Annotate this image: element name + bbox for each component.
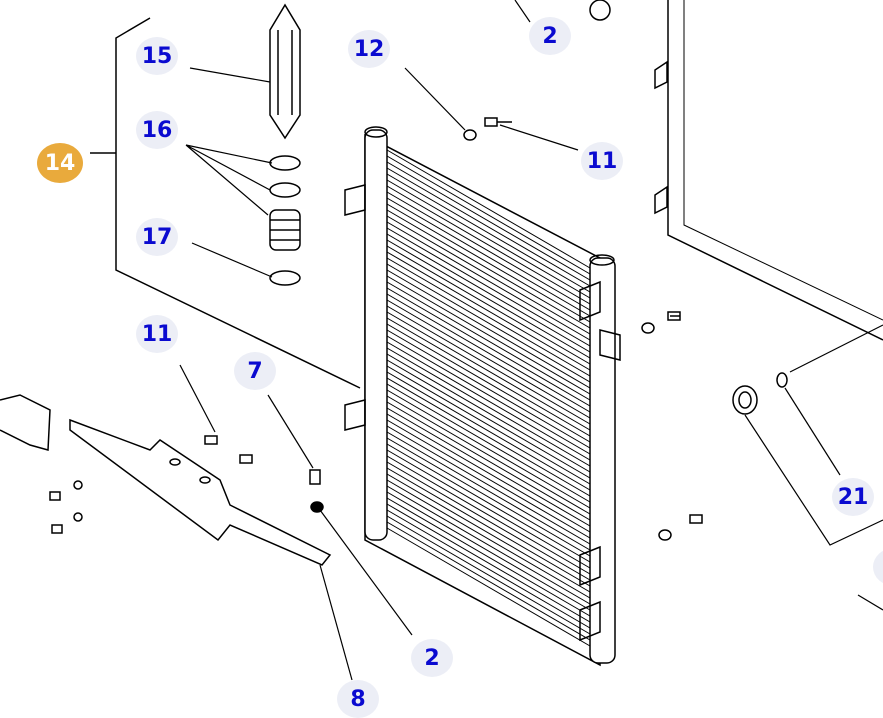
condenser-fin	[386, 455, 591, 575]
condenser-fin	[386, 383, 591, 503]
condenser-fin	[386, 245, 591, 365]
condenser-fin	[386, 317, 591, 437]
condenser-fin	[386, 467, 591, 587]
condenser-fin	[386, 461, 591, 581]
condenser-fin	[386, 425, 591, 545]
condenser-fin	[386, 473, 591, 593]
housing-panel	[654, 0, 883, 341]
receiver-drier	[269, 3, 301, 286]
condenser-fin	[386, 407, 591, 527]
callout-7[interactable]: 7	[234, 352, 276, 390]
condenser-fin	[386, 221, 591, 341]
condenser-fin	[386, 149, 591, 269]
condenser-fin	[386, 281, 591, 401]
condenser-fin	[386, 485, 591, 605]
condenser-fin	[386, 263, 591, 383]
callout-21[interactable]: 21	[832, 478, 874, 516]
condenser-fin	[386, 347, 591, 467]
condenser-fin	[386, 191, 591, 311]
condenser-fin	[386, 173, 591, 293]
condenser-fin	[386, 167, 591, 287]
condenser-fin	[386, 479, 591, 599]
condenser-fin	[386, 323, 591, 443]
condenser-fin	[386, 341, 591, 461]
condenser-fin	[386, 293, 591, 413]
callout-partial[interactable]	[873, 548, 883, 586]
condenser-fin	[386, 527, 591, 647]
callout-2-bottom[interactable]: 2	[411, 639, 453, 677]
condenser-fin	[386, 269, 591, 389]
condenser-fin	[386, 419, 591, 539]
condenser-fin	[386, 443, 591, 563]
mounting-bracket	[0, 394, 332, 566]
condenser-fin	[386, 431, 591, 551]
condenser-fin	[386, 401, 591, 521]
condenser-fin	[386, 503, 591, 623]
condenser-fin	[386, 491, 591, 611]
callout-16[interactable]: 16	[136, 111, 178, 149]
callout-8[interactable]: 8	[337, 680, 379, 718]
condenser-fin	[386, 365, 591, 485]
condenser-fin	[386, 185, 591, 305]
condenser-fin	[386, 371, 591, 491]
callout-11-top[interactable]: 11	[581, 142, 623, 180]
condenser-fin	[386, 257, 591, 377]
condenser-fin	[386, 209, 591, 329]
group-14-bracket	[90, 17, 361, 389]
condenser-fin	[386, 161, 591, 281]
condenser-fin	[386, 305, 591, 425]
condenser-fin	[386, 233, 591, 353]
condenser-fin	[386, 215, 591, 335]
condenser-fin	[386, 179, 591, 299]
condenser-fin	[386, 329, 591, 449]
condenser-fin	[386, 227, 591, 347]
condenser-fin	[386, 203, 591, 323]
callout-17[interactable]: 17	[136, 218, 178, 256]
condenser-fin	[386, 353, 591, 473]
condenser-fin	[386, 239, 591, 359]
condenser-fin	[386, 275, 591, 395]
condenser-fin	[386, 509, 591, 629]
condenser-fin	[386, 521, 591, 641]
condenser	[344, 126, 621, 667]
callout-2-top[interactable]: 2	[529, 17, 571, 55]
condenser-fin	[386, 197, 591, 317]
fasteners	[49, 0, 788, 541]
condenser-fin	[386, 155, 591, 275]
condenser-fin	[386, 437, 591, 557]
callout-12[interactable]: 12	[348, 30, 390, 68]
callout-14[interactable]: 14	[37, 143, 83, 183]
condenser-fin	[386, 413, 591, 533]
condenser-fin	[386, 335, 591, 455]
condenser-fin	[386, 497, 591, 617]
condenser-fin	[386, 299, 591, 419]
condenser-fin	[386, 395, 591, 515]
condenser-fin	[386, 449, 591, 569]
condenser-fin	[386, 311, 591, 431]
condenser-fin	[386, 389, 591, 509]
condenser-fin	[386, 251, 591, 371]
condenser-fin	[386, 359, 591, 479]
condenser-fin	[386, 287, 591, 407]
condenser-fin	[386, 377, 591, 497]
condenser-fin	[386, 515, 591, 635]
callout-15[interactable]: 15	[136, 37, 178, 75]
callout-11-left[interactable]: 11	[136, 315, 178, 353]
